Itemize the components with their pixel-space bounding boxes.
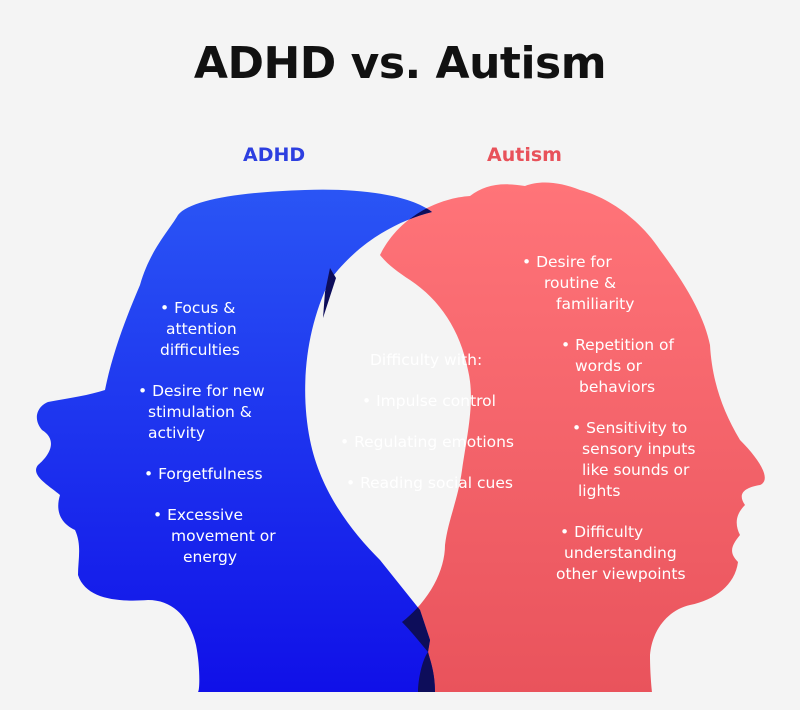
adhd-item-1: • Focus & attention difficulties [160,299,240,359]
adhd-item-4: • Excessive movement or energy [153,506,276,566]
hair-strand [323,268,336,318]
autism-item-4: • Difficulty understanding other viewpoi… [556,523,686,583]
overlap-item-1: • Impulse control [362,392,496,410]
overlap-item-2: • Regulating emotions [340,433,515,451]
autism-label: Autism [487,144,562,166]
overlap-heading: Difficulty with: [370,351,483,369]
overlap-item-3: • Reading social cues [346,474,513,492]
adhd-item-3: • Forgetfulness [144,465,263,483]
autism-item-2: • Repetition of words or behaviors [561,336,674,396]
page-title: ADHD vs. Autism [193,38,607,89]
adhd-label: ADHD [243,144,306,166]
autism-item-1: • Desire for routine & familiarity [522,253,635,313]
adhd-item-2: • Desire for new stimulation & activity [138,382,265,442]
autism-item-3: • Sensitivity to sensory inputs like sou… [572,419,696,500]
